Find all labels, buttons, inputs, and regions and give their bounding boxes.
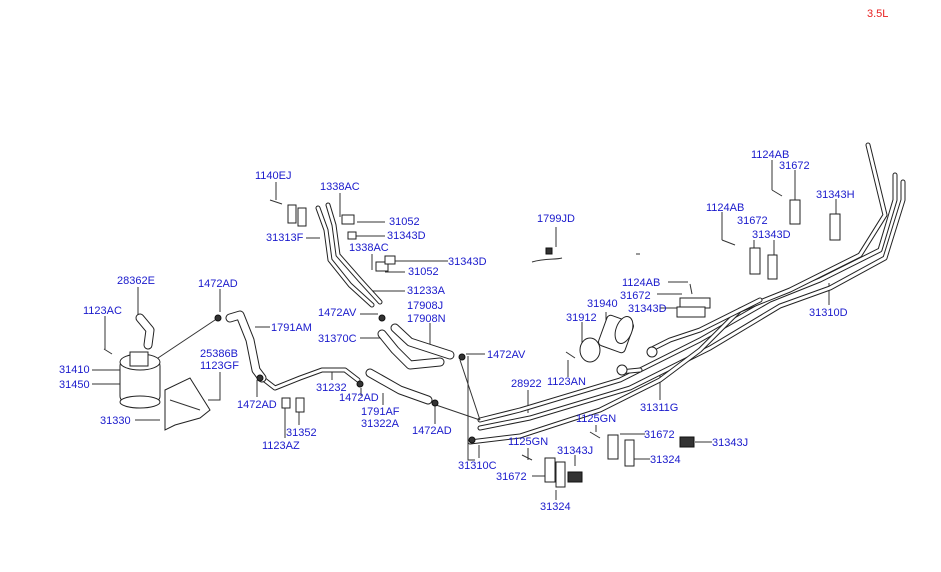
part-label-31450[interactable]: 31450 <box>59 379 90 391</box>
part-label-17908J[interactable]: 17908J <box>407 300 444 312</box>
part-label-31233A[interactable]: 31233A <box>407 285 445 297</box>
part-label-31370C[interactable]: 31370C <box>318 333 357 345</box>
engine-variant-label: 3.5L <box>867 8 889 20</box>
part-label-31410[interactable]: 31410 <box>59 364 90 376</box>
part-label-31310D[interactable]: 31310D <box>809 307 848 319</box>
part-label-31232[interactable]: 31232 <box>316 382 347 394</box>
part-label-1791AM[interactable]: 1791AM <box>271 322 312 334</box>
part-label-31343D[interactable]: 31343D <box>752 229 791 241</box>
part-label-31672[interactable]: 31672 <box>496 471 527 483</box>
part-label-31343H[interactable]: 31343H <box>816 189 855 201</box>
part-label-1472AD[interactable]: 1472AD <box>339 392 379 404</box>
part-label-31343D[interactable]: 31343D <box>448 256 487 268</box>
part-label-1799JD[interactable]: 1799JD <box>537 213 575 225</box>
part-label-1124AB[interactable]: 1124AB <box>622 277 661 289</box>
part-label-1472AD[interactable]: 1472AD <box>198 278 238 290</box>
part-label-31324[interactable]: 31324 <box>540 501 571 513</box>
part-label-31310C[interactable]: 31310C <box>458 460 497 472</box>
part-label-31052[interactable]: 31052 <box>389 216 420 228</box>
part-label-1472AD[interactable]: 1472AD <box>237 399 277 411</box>
part-label-1472AV[interactable]: 1472AV <box>318 307 357 319</box>
bracket-31330 <box>164 377 211 431</box>
part-label-31672[interactable]: 31672 <box>644 429 675 441</box>
part-label-1472AD[interactable]: 1472AD <box>412 425 452 437</box>
part-label-1125GN[interactable]: 1125GN <box>576 413 617 425</box>
part-label-31343D[interactable]: 31343D <box>628 303 667 315</box>
part-label-1123AN[interactable]: 1123AN <box>547 376 586 388</box>
part-label-1140EJ[interactable]: 1140EJ <box>255 170 292 182</box>
part-label-31352[interactable]: 31352 <box>286 427 317 439</box>
clamp-31912 <box>579 337 601 363</box>
part-label-1123AZ[interactable]: 1123AZ <box>262 440 300 452</box>
fuel-lines <box>139 142 906 461</box>
canister <box>119 351 161 409</box>
part-label-1125GN[interactable]: 1125GN <box>508 436 549 448</box>
part-label-31672[interactable]: 31672 <box>779 160 810 172</box>
part-label-31343J[interactable]: 31343J <box>712 437 749 449</box>
part-label-31672[interactable]: 31672 <box>737 215 768 227</box>
part-label-31313F[interactable]: 31313F <box>266 232 304 244</box>
part-label-31311G[interactable]: 31311G <box>640 402 679 414</box>
part-label-1472AV[interactable]: 1472AV <box>487 349 526 361</box>
hoses <box>135 202 455 405</box>
part-label-1338AC[interactable]: 1338AC <box>320 181 360 193</box>
part-label-31343J[interactable]: 31343J <box>557 445 594 457</box>
part-label-31052[interactable]: 31052 <box>408 266 439 278</box>
filter-31940 <box>597 314 635 354</box>
part-label-28362E[interactable]: 28362E <box>117 275 155 287</box>
part-label-17908N[interactable]: 17908N <box>407 313 446 325</box>
clips <box>281 199 841 488</box>
leader-lines <box>92 160 837 500</box>
part-label-31940[interactable]: 31940 <box>587 298 618 310</box>
part-label-1338AC[interactable]: 1338AC <box>349 242 389 254</box>
part-label-31912[interactable]: 31912 <box>566 312 597 324</box>
part-label-1123GF[interactable]: 1123GF <box>200 360 239 372</box>
part-label-31330[interactable]: 31330 <box>100 415 131 427</box>
part-label-28922[interactable]: 28922 <box>511 378 542 390</box>
part-label-1123AC[interactable]: 1123AC <box>83 305 122 317</box>
part-label-31322A[interactable]: 31322A <box>361 418 399 430</box>
part-label-31672[interactable]: 31672 <box>620 290 651 302</box>
part-label-31324[interactable]: 31324 <box>650 454 681 466</box>
bolts <box>103 189 783 461</box>
part-label-1791AF[interactable]: 1791AF <box>361 406 400 418</box>
part-label-25386B[interactable]: 25386B <box>200 348 238 360</box>
part-label-31343D[interactable]: 31343D <box>387 230 426 242</box>
part-label-1124AB[interactable]: 1124AB <box>751 149 790 161</box>
part-label-1124AB[interactable]: 1124AB <box>706 202 745 214</box>
